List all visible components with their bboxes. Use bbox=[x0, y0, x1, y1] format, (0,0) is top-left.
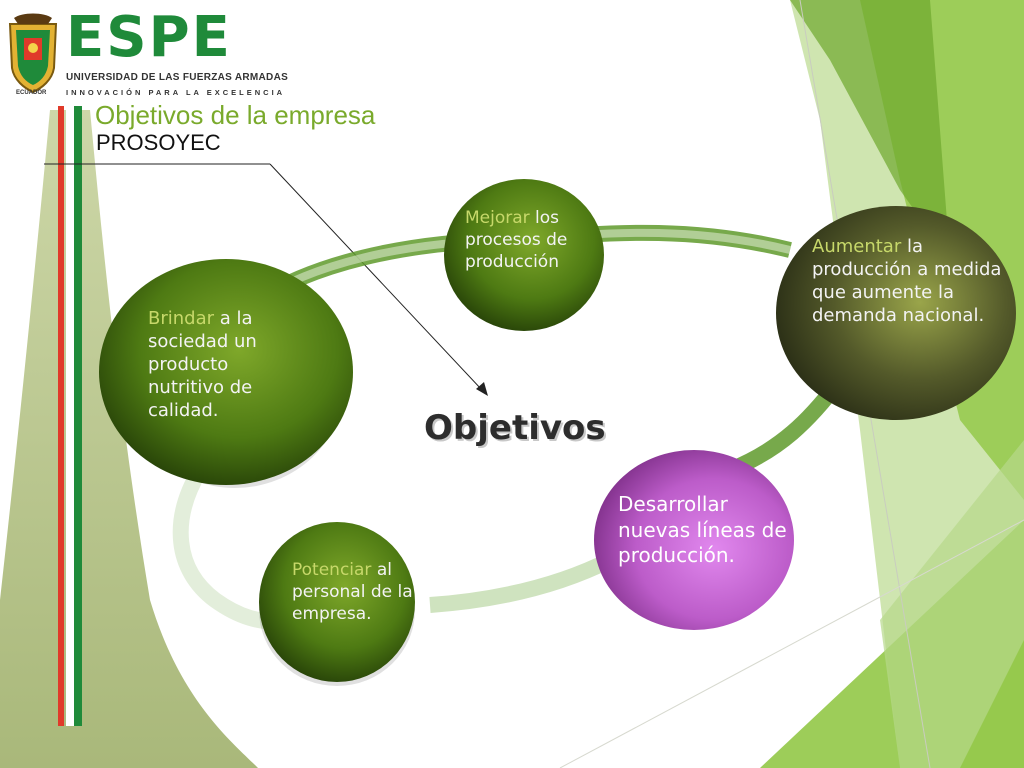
crest-caption: ECUADOR bbox=[16, 90, 47, 96]
left-decor-shape bbox=[0, 110, 258, 768]
node-text-desarrollar: Desarrollar nuevas líneas de producción. bbox=[618, 492, 793, 569]
right-decor-facet-3 bbox=[790, 0, 950, 260]
slide-subtitle: PROSOYEC bbox=[96, 130, 221, 155]
node-aumentar bbox=[776, 206, 1016, 420]
ring-bottom bbox=[429, 552, 614, 613]
node-mejorar bbox=[444, 179, 604, 331]
white-stripe bbox=[66, 106, 74, 726]
brand-wordmark: ESPE UNIVERSIDAD DE LAS FUERZAS ARMADAS … bbox=[66, 5, 289, 98]
ring-left bbox=[172, 465, 281, 630]
node-keyword: Mejorar bbox=[465, 208, 530, 228]
node-text-brindar: Brindar a la sociedad un producto nutrit… bbox=[148, 307, 298, 422]
node-text-aumentar: Aumentar la producción a medida que aume… bbox=[812, 235, 1008, 327]
node-rest: los procesos de producción bbox=[465, 208, 568, 272]
node-desarrollar bbox=[594, 450, 794, 630]
node-text-potenciar: Potenciar al personal de la empresa. bbox=[292, 560, 417, 625]
brand-line1: UNIVERSIDAD DE LAS FUERZAS ARMADAS bbox=[66, 72, 289, 83]
node-rest: a la sociedad un producto nutritivo de c… bbox=[148, 308, 257, 422]
node-rest: nuevas líneas de producción. bbox=[618, 517, 787, 568]
node-text-mejorar: Mejorar los procesos de producción bbox=[465, 208, 595, 273]
node-keyword: Potenciar bbox=[292, 560, 372, 580]
brand-line2: INNOVACIÓN PARA LA EXCELENCIA bbox=[66, 88, 286, 97]
connector-line bbox=[269, 163, 483, 391]
university-crest-icon bbox=[8, 13, 58, 94]
node-keyword: Desarrollar bbox=[618, 492, 728, 516]
node-rest: al personal de la empresa. bbox=[292, 560, 413, 624]
brand-name: ESPE bbox=[66, 5, 232, 70]
node-keyword: Aumentar bbox=[812, 236, 902, 257]
right-decor-line-2 bbox=[559, 519, 1024, 768]
center-label: Objetivos bbox=[424, 408, 606, 448]
node-brindar bbox=[99, 259, 353, 485]
slide-title: Objetivos de la empresa bbox=[95, 100, 376, 130]
connector-arrowhead bbox=[476, 382, 488, 396]
green-stripe bbox=[74, 106, 82, 726]
node-keyword: Brindar bbox=[148, 308, 215, 329]
red-stripe bbox=[58, 106, 64, 726]
node-potenciar bbox=[259, 522, 415, 682]
node-rest: la producción a medida que aumente la de… bbox=[812, 236, 1002, 327]
